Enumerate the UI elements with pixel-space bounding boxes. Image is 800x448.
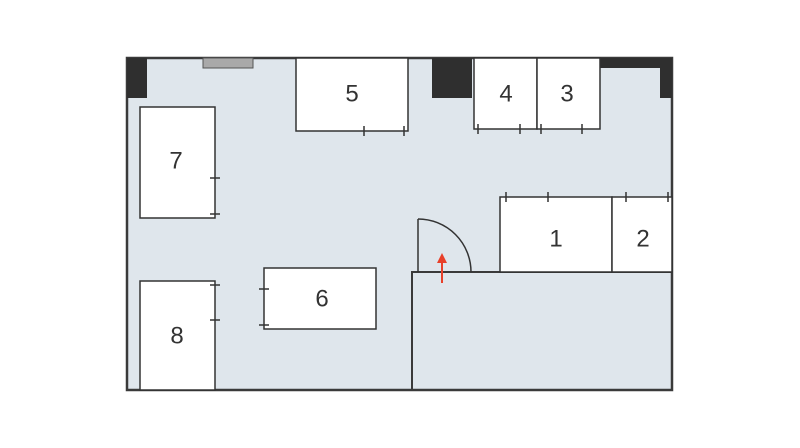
arrow-up-icon xyxy=(437,253,447,283)
unit-2-label: 2 xyxy=(636,226,649,253)
unit-5[interactable]: 5 xyxy=(295,57,409,136)
unit-7[interactable]: 7 xyxy=(139,106,220,219)
column-top-left xyxy=(127,58,147,98)
column-top-right-corner xyxy=(660,58,672,98)
unit-4-label: 4 xyxy=(499,81,512,108)
column-top-middle xyxy=(432,58,472,98)
unit-8-label: 8 xyxy=(170,323,183,350)
door-swing-icon xyxy=(417,218,472,273)
unit-1-label: 1 xyxy=(549,226,562,253)
unit-6[interactable]: 6 xyxy=(259,267,377,330)
column-top-right xyxy=(600,58,660,68)
unit-1[interactable]: 1 xyxy=(499,192,613,273)
unit-5-label: 5 xyxy=(345,81,358,108)
unit-2[interactable]: 2 xyxy=(611,192,673,273)
unit-6-label: 6 xyxy=(315,286,328,313)
unit-4[interactable]: 4 xyxy=(473,57,538,134)
unit-8[interactable]: 8 xyxy=(139,280,220,391)
unit-7-label: 7 xyxy=(169,148,182,175)
lower-right-room xyxy=(411,271,673,391)
unit-3[interactable]: 3 xyxy=(536,57,601,134)
unit-3-label: 3 xyxy=(560,81,573,108)
window xyxy=(202,57,254,69)
